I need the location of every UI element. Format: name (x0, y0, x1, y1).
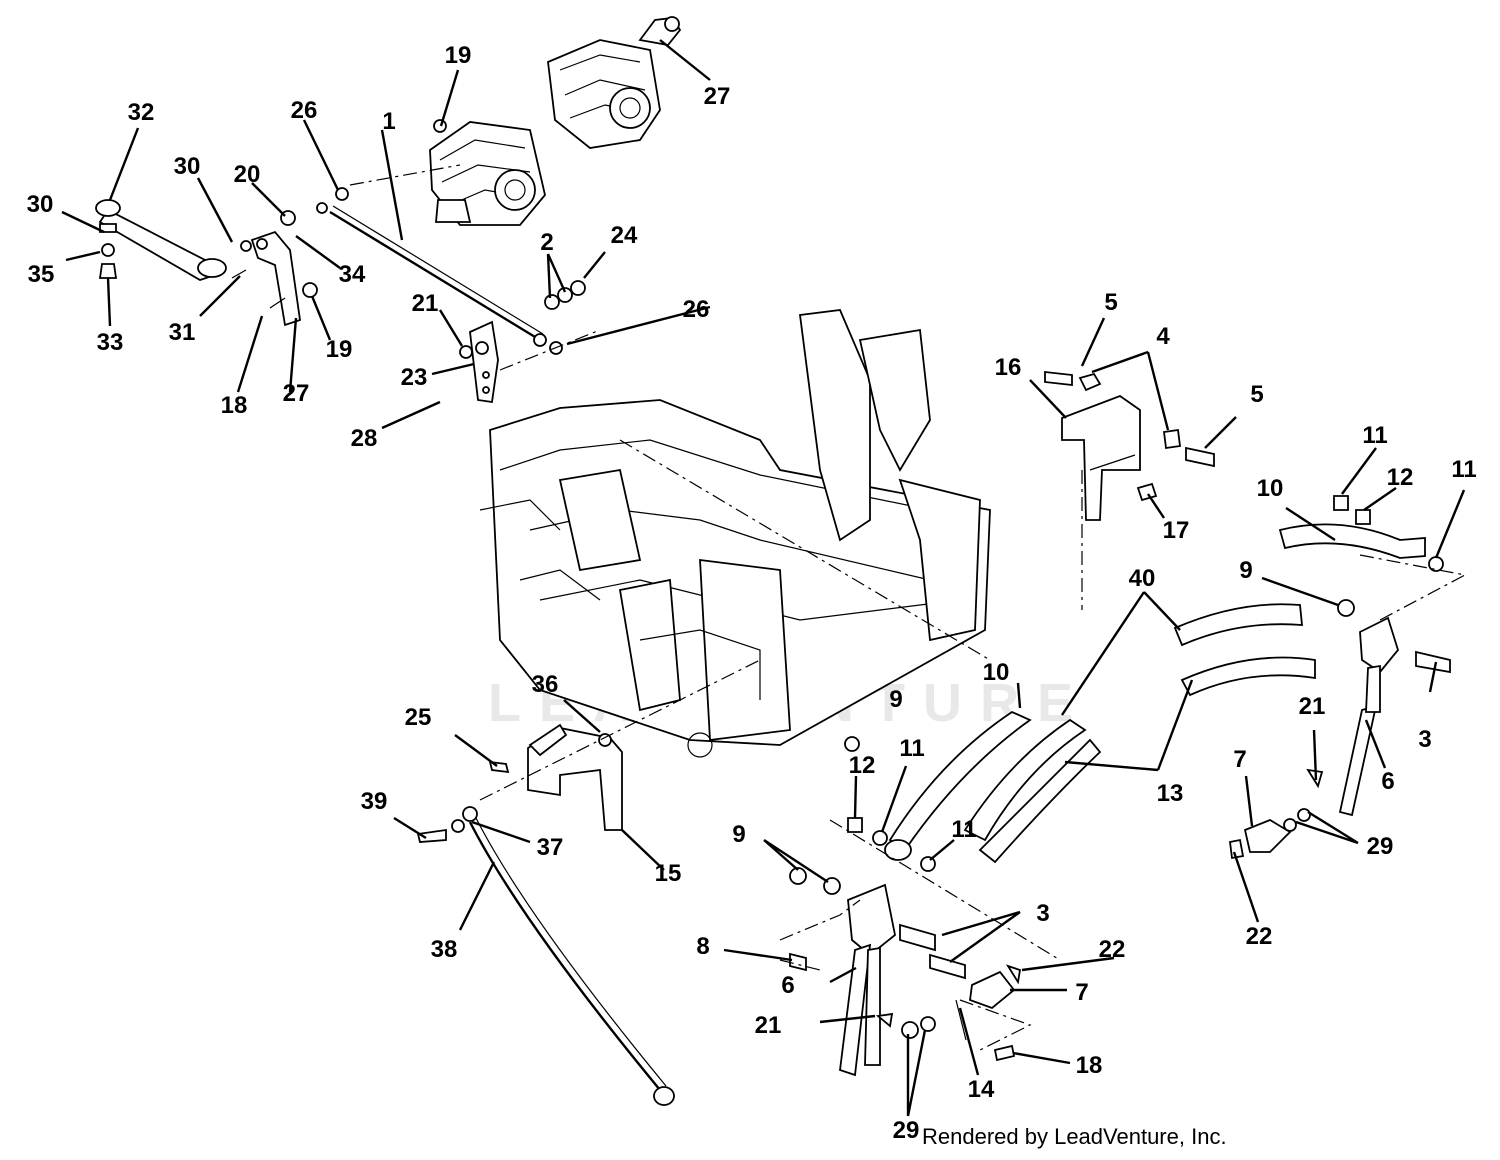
callout-label: 13 (1157, 780, 1184, 807)
pivot-bracket (231, 210, 318, 327)
bracket-left (488, 723, 623, 831)
callout-label: 9 (889, 686, 902, 713)
callout-label: 39 (361, 788, 388, 815)
mower-frame (479, 309, 991, 758)
pedal-right (1229, 616, 1451, 860)
callout-label: 29 (893, 1117, 920, 1144)
callout-label: 19 (445, 42, 472, 69)
center-lines (349, 164, 1467, 1051)
hose-group (884, 523, 1426, 864)
callout-label: 14 (968, 1076, 995, 1103)
callout-label: 9 (1239, 557, 1252, 584)
transmission-rear (547, 16, 682, 149)
callout-label: 30 (174, 153, 201, 180)
bracket-right (1044, 370, 1215, 610)
part-drawings (95, 16, 1467, 1106)
callout-label: 10 (1257, 475, 1284, 502)
callout-label: 22 (1099, 936, 1126, 963)
callout-label: 11 (1451, 456, 1476, 483)
callout-label: 12 (1387, 464, 1414, 491)
callout-label: 12 (849, 752, 876, 779)
callout-label: 8 (696, 933, 709, 960)
callout-label: 35 (28, 261, 55, 288)
callout-label: 36 (532, 671, 559, 698)
pedal-left (789, 867, 1022, 1077)
callout-label: 3 (1418, 726, 1431, 753)
callout-label: 20 (234, 161, 261, 188)
control-rod (316, 202, 547, 347)
callout-label: 6 (1381, 768, 1394, 795)
callout-label: 37 (537, 834, 564, 861)
callout-label: 38 (431, 936, 458, 963)
callout-label: 28 (351, 425, 378, 452)
callout-label: 21 (755, 1012, 782, 1039)
callout-label: 29 (1367, 833, 1394, 860)
callout-label: 26 (291, 97, 318, 124)
callout-label: 10 (983, 659, 1010, 686)
callout-label: 11 (899, 735, 924, 762)
callout-label: 26 (683, 296, 710, 323)
callout-labels: 1 2 3 3 4 5 5 6 6 7 7 8 9 9 9 10 10 11 1… (27, 42, 1477, 1144)
callout-label: 33 (97, 329, 124, 356)
callout-label: 27 (704, 83, 731, 110)
callout-label: 17 (1163, 517, 1190, 544)
callout-label: 18 (1076, 1052, 1103, 1079)
callout-label: 25 (405, 704, 432, 731)
callout-label: 6 (781, 972, 794, 999)
spacers (844, 495, 1444, 872)
callout-label: 5 (1104, 289, 1117, 316)
callout-label: 9 (732, 821, 745, 848)
credit-text: Rendered by LeadVenture, Inc. (922, 1124, 1227, 1149)
callout-label: 7 (1233, 746, 1246, 773)
callout-label: 24 (611, 222, 638, 249)
linkage-rod (95, 199, 227, 281)
callout-label: 11 (951, 816, 976, 843)
callout-label: 15 (655, 860, 682, 887)
control-arm (459, 320, 499, 404)
callout-label: 27 (283, 380, 310, 407)
callout-label: 4 (1156, 323, 1170, 350)
transmission-front (429, 119, 546, 226)
callout-label: 18 (221, 392, 248, 419)
callout-label: 7 (1075, 979, 1088, 1006)
callout-label: 40 (1129, 565, 1156, 592)
callout-label: 16 (995, 354, 1022, 381)
callout-label: 30 (27, 191, 54, 218)
callout-label: 34 (339, 261, 366, 288)
callout-label: 31 (169, 319, 196, 346)
callout-label: 1 (382, 108, 395, 135)
callout-label: 32 (128, 99, 155, 126)
callout-label: 5 (1250, 381, 1263, 408)
leader-lines (61, 39, 1466, 1117)
callout-label: 19 (326, 336, 353, 363)
callout-label: 11 (1362, 422, 1387, 449)
callout-label: 3 (1036, 900, 1049, 927)
cable (416, 806, 675, 1106)
callout-label: 2 (540, 229, 553, 256)
callout-label: 21 (1299, 693, 1326, 720)
callout-label: 21 (412, 290, 439, 317)
callout-label: 22 (1246, 923, 1273, 950)
callout-label: 23 (401, 364, 428, 391)
